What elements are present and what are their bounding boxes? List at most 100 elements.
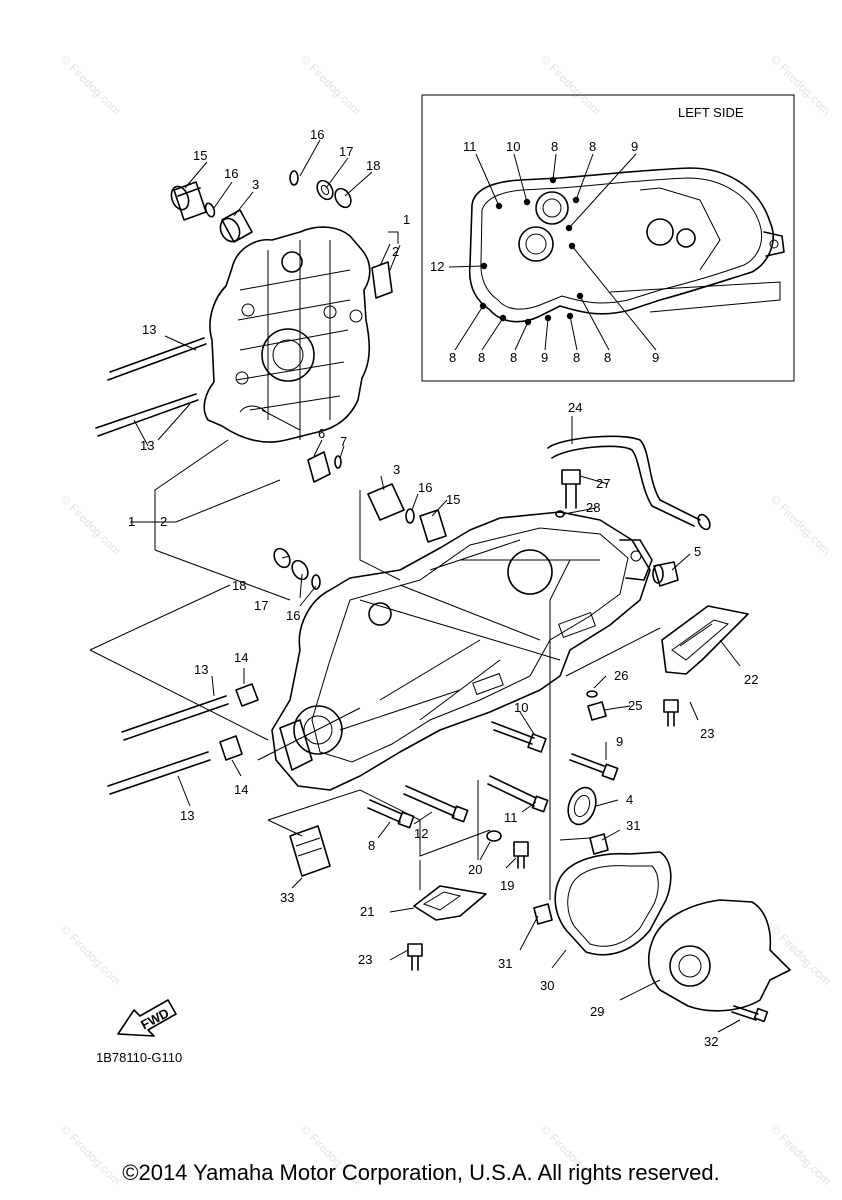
o-ring-16-c <box>311 574 321 590</box>
bolt-12-head <box>451 805 469 823</box>
callout-label: 22 <box>744 672 758 687</box>
bolt-10 <box>491 721 535 745</box>
bolt-32-head <box>753 1007 769 1023</box>
inset-bore-lower-inner <box>525 233 547 255</box>
inset-gear-bore-2 <box>676 228 696 248</box>
bracket-22 <box>661 605 749 675</box>
washer-17 <box>316 179 334 201</box>
crankcase-main-ribs <box>339 539 600 731</box>
callout-label: 25 <box>628 698 642 713</box>
o-ring-16 <box>204 202 216 218</box>
callout-label: 11 <box>504 810 518 825</box>
callout-label: 14 <box>234 650 248 665</box>
bushing-14-lower <box>219 735 243 761</box>
stud-13-upper <box>107 337 207 381</box>
boss-hole <box>241 303 255 317</box>
callout-label: 13 <box>140 438 154 453</box>
crankcase-left-half <box>203 226 371 443</box>
inset-bore-upper <box>535 191 569 225</box>
callout-label: 8 <box>589 139 596 154</box>
watermark-text: © Firedog.com <box>58 492 124 558</box>
callout-label: 1 <box>128 514 135 529</box>
bracket-22-detail <box>671 619 730 661</box>
watermarks: © Firedog.com © Firedog.com © Firedog.co… <box>58 52 834 1188</box>
inset-bore-lower <box>518 226 554 262</box>
callout-label: 10 <box>514 700 528 715</box>
bushing-14-upper <box>235 683 259 707</box>
callout-label: 8 <box>573 350 580 365</box>
dowel-31-upper <box>589 833 609 855</box>
bolt-9 <box>569 753 605 773</box>
case-window <box>472 672 504 696</box>
boss-hole <box>235 371 249 385</box>
crankcase-right-half <box>271 511 653 791</box>
inset-bracket <box>763 231 785 257</box>
callout-label: 32 <box>704 1034 718 1049</box>
stud-13-lower-a <box>121 695 229 741</box>
gasket-30 <box>554 851 672 956</box>
stud-13-lower-b <box>107 751 211 795</box>
boss-hole <box>323 305 337 319</box>
callout-label: 20 <box>468 862 482 877</box>
o-ring-7 <box>334 455 342 469</box>
callout-label: 16 <box>418 480 432 495</box>
callout-label: 8 <box>478 350 485 365</box>
callout-label: 18 <box>232 578 246 593</box>
callout-label: 27 <box>596 476 610 491</box>
washer-17-hole <box>320 184 330 196</box>
bracket-21-detail <box>422 891 462 911</box>
callout-label: 15 <box>446 492 460 507</box>
callout-label: 12 <box>430 259 444 274</box>
main-bore-inner <box>272 339 304 371</box>
callout-label: 9 <box>652 350 659 365</box>
callout-label: 17 <box>254 598 268 613</box>
crank-bore <box>281 251 303 273</box>
callout-label: 13 <box>142 322 156 337</box>
case-drive-bore <box>507 549 553 595</box>
watermark-text: © Firedog.com <box>768 492 834 558</box>
watermark-text: © Firedog.com <box>768 52 834 118</box>
crankcase-main-outline <box>271 511 651 791</box>
watermark-text: © Firedog.com <box>58 922 124 988</box>
callout-label: 5 <box>694 544 701 559</box>
main-bore <box>261 328 315 382</box>
case-mount-hole <box>630 550 642 562</box>
callout-label: 19 <box>500 878 514 893</box>
plug-5-face <box>652 564 664 584</box>
inset-leaders <box>448 153 657 351</box>
oil-seal-15-face <box>170 185 190 211</box>
callout-label: 14 <box>234 782 248 797</box>
bracket-21 <box>413 885 487 921</box>
crankcase-left-ribs <box>235 240 351 430</box>
case-lower-boss <box>279 719 313 771</box>
plug-5 <box>653 561 679 587</box>
bracket-33-detail <box>295 837 323 857</box>
fwd-label: FWD <box>138 1005 171 1032</box>
callout-labels: 15 16 3 16 17 18 1 2 13 13 6 7 1 2 3 16 … <box>128 127 758 1049</box>
callout-label: 16 <box>224 166 238 181</box>
callout-label: 13 <box>194 662 208 677</box>
callout-label: 16 <box>310 127 324 142</box>
gasket-30-inner <box>567 865 659 947</box>
callout-label: 24 <box>568 400 582 415</box>
callout-label: 8 <box>449 350 456 365</box>
bolt-27 <box>561 469 581 509</box>
bolt-23-lower <box>407 943 423 971</box>
callout-label: 21 <box>360 904 374 919</box>
boss-hole <box>349 309 363 323</box>
callout-label: 31 <box>498 956 512 971</box>
case-mount-boss <box>619 539 653 581</box>
washer-26 <box>586 690 598 698</box>
watermark-text: © Firedog.com <box>768 922 834 988</box>
left-side-inset: LEFT SIDE 11 10 <box>421 94 795 382</box>
bracket-33 <box>289 825 331 877</box>
callout-label: 8 <box>551 139 558 154</box>
case-main-bore-inner <box>303 715 333 745</box>
callout-label: 15 <box>193 148 207 163</box>
oil-seal-15-b <box>419 509 447 543</box>
callout-label: 9 <box>631 139 638 154</box>
bolt-8-head <box>397 811 415 829</box>
dowel-31-lower <box>533 903 553 925</box>
callout-label: 28 <box>586 500 600 515</box>
